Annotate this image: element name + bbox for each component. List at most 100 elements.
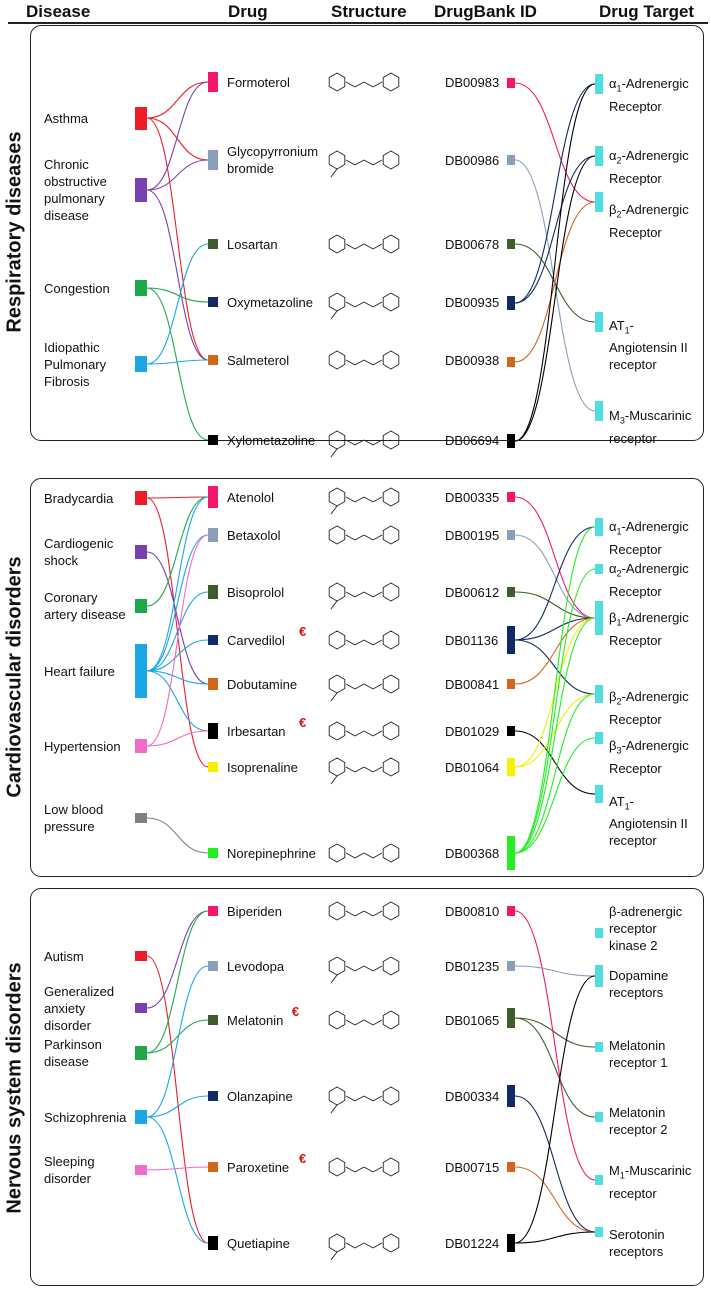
drug-node	[208, 1236, 218, 1250]
disease-drug-link	[146, 159, 209, 191]
drugbank-node	[507, 587, 515, 597]
target-label: β2-Adrenergic Receptor	[609, 689, 689, 727]
drugbank-id: DB00678	[445, 237, 500, 252]
structure-icon	[328, 430, 400, 458]
target-label: β3-Adrenergic Receptor	[609, 738, 689, 776]
drug-label: Formoterol	[227, 74, 290, 90]
target-node	[595, 965, 603, 987]
drug-label: Quetiapine	[227, 1235, 290, 1251]
drug-node	[208, 635, 218, 645]
drug-node	[208, 762, 218, 772]
disease-node	[135, 951, 147, 961]
header-disease: Disease	[26, 2, 91, 21]
drugbank-id: DB00810	[445, 904, 500, 919]
disease-label: Bradycardia	[44, 490, 114, 506]
panel-0	[30, 25, 704, 441]
disease-label: Idiopathic Pulmonary Fibrosis	[44, 339, 107, 389]
structure-icon	[328, 487, 400, 515]
disease-label: Heart failure	[44, 663, 115, 679]
disease-label: Autism	[44, 948, 84, 964]
drug-target-link	[514, 83, 596, 442]
drugbank-node	[507, 726, 515, 736]
drug-target-link	[514, 83, 596, 304]
disease-label: Schizophrenia	[44, 1109, 127, 1125]
disease-node	[135, 545, 147, 559]
disease-node	[135, 813, 147, 823]
target-node	[595, 785, 603, 803]
drugbank-node	[507, 78, 515, 88]
drug-target-link	[514, 1017, 596, 1118]
panel-title: Respiratory diseases	[3, 131, 26, 333]
disease-label: Congestion	[44, 280, 110, 296]
drug-target-link	[514, 617, 596, 641]
drug-node	[208, 961, 218, 971]
disease-drug-link	[146, 287, 209, 303]
disease-drug-link	[146, 117, 209, 361]
target-label: Melatonin receptor 2	[609, 1105, 668, 1137]
drugbank-node	[507, 1234, 515, 1252]
target-node	[595, 74, 603, 94]
disease-label: Hypertension	[44, 738, 121, 754]
drug-label: Glycopyrronium bromide	[227, 144, 319, 176]
drugbank-node	[507, 626, 515, 654]
drug-target-link	[514, 526, 596, 854]
header-drug-target: Drug Target	[599, 2, 695, 21]
drugbank-node	[507, 155, 515, 165]
drugbank-node	[507, 679, 515, 689]
drug-target-link	[514, 965, 596, 977]
drug-target-link	[514, 568, 596, 854]
drug-label: Atenolol	[227, 489, 274, 505]
disease-drug-link	[146, 81, 209, 119]
drug-target-link	[514, 201, 596, 363]
drugbank-id: DB00612	[445, 585, 500, 600]
structure-icon	[328, 525, 400, 545]
target-label: β1-Adrenergic Receptor	[609, 610, 689, 648]
drug-label: Betaxolol	[227, 527, 281, 543]
drug-target-link	[514, 1166, 596, 1233]
drugbank-id: DB06694	[445, 433, 500, 448]
disease-label: Cardiogenic shock	[44, 536, 114, 568]
structure-icon	[328, 843, 400, 863]
target-label: Dopamine receptors	[609, 968, 669, 1000]
drugbank-node	[507, 1085, 515, 1107]
panel-title: Cardiovascular disorders	[3, 556, 26, 798]
disease-drug-link	[146, 1116, 209, 1244]
drug-node	[208, 585, 218, 599]
disease-label: Chronic obstructive pulmonary disease	[44, 157, 107, 223]
structure-icon	[328, 350, 400, 370]
disease-drug-link	[146, 117, 209, 161]
drug-label: Paroxetine	[227, 1159, 290, 1175]
drug-node	[208, 1091, 218, 1101]
drug-target-link	[514, 1231, 596, 1244]
drug-target-link	[514, 910, 596, 1181]
drug-label: Olanzapine	[227, 1088, 293, 1104]
disease-node	[135, 280, 147, 296]
disease-drug-link	[146, 534, 209, 747]
disease-drug-link	[146, 81, 209, 191]
drug-target-link	[514, 975, 596, 1244]
drug-label: Salmeterol	[227, 352, 290, 368]
disease-node	[135, 106, 147, 130]
drug-target-link	[514, 159, 596, 412]
structure-icon	[328, 956, 400, 984]
drugbank-node	[507, 836, 515, 870]
disease-drug-link	[146, 965, 209, 1118]
disease-drug-link	[146, 551, 209, 685]
disease-node	[135, 739, 147, 753]
structure-icon	[328, 292, 400, 320]
drugbank-id: DB01029	[445, 724, 500, 739]
drugbank-node	[507, 906, 515, 916]
header-drugbank-id: DrugBank ID	[434, 2, 537, 21]
disease-drug-link	[146, 639, 209, 672]
drug-target-link	[514, 1095, 596, 1233]
drugbank-node	[507, 961, 515, 971]
disease-node	[135, 644, 147, 698]
drugbank-id: DB01064	[445, 760, 500, 775]
drugbank-node	[507, 492, 515, 502]
drug-node	[208, 906, 218, 916]
target-label: β2-Adrenergic Receptor	[609, 202, 689, 240]
disease-drug-link	[146, 670, 209, 732]
drug-target-link	[514, 639, 596, 695]
structure-icon	[328, 901, 400, 921]
drug-label: Norepinephrine	[227, 845, 316, 861]
